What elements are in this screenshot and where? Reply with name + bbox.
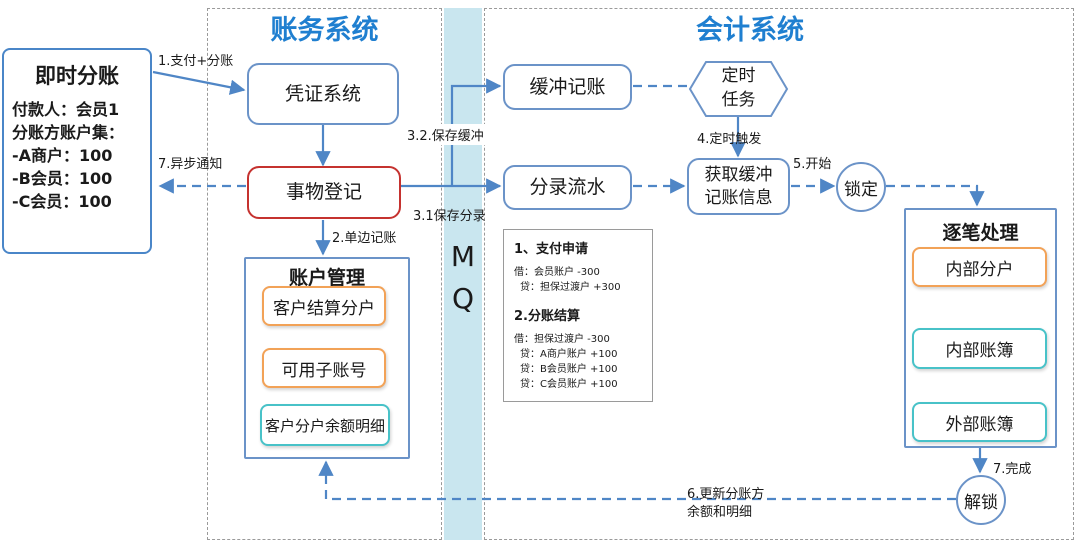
- note-section-2-line-1: 借：担保过渡户 -300: [514, 334, 610, 345]
- per-item-processing-title: 逐笔处理: [942, 222, 1019, 244]
- note-section-2-heading: 2.分账结算: [514, 309, 580, 324]
- label-single-entry: 2.单边记账: [332, 231, 397, 246]
- instant-split-title: 即时分账: [35, 64, 119, 88]
- internal-sub-account: 内部分户: [912, 247, 1047, 287]
- scheduled-task-hexagon: [688, 61, 789, 117]
- member-c-line: -C会员：100: [12, 192, 112, 211]
- split-party-set-line: 分账方账户集：: [12, 123, 125, 142]
- entry-flow-box: 分录流水: [503, 165, 632, 210]
- scheduled-task-line-2: 任务: [721, 90, 756, 110]
- note-section-1-line-1: 借：会员账户 -300: [514, 267, 600, 278]
- arrow-update-balance: [318, 460, 956, 501]
- note-section-1-line-2: 贷：担保过渡户 +300: [520, 282, 621, 293]
- mq-label-m: M: [450, 240, 476, 273]
- arrow-save-buffer: [450, 78, 502, 186]
- internal-ledger: 内部账簿: [912, 328, 1047, 369]
- label-save-entry: 3.1保存分录: [413, 209, 486, 224]
- mq-band: [444, 8, 482, 540]
- note-section-2-line-2: 贷：A商户账户 +100: [520, 349, 618, 360]
- accounting-system-region: [484, 8, 1074, 540]
- label-pay-split: 1.支付+分账: [158, 54, 234, 69]
- label-update-balance-line-1: 6.更新分账方: [687, 487, 765, 502]
- label-async-notify: 7.异步通知: [158, 157, 223, 172]
- fetch-buffer-line-2: 记账信息: [704, 187, 773, 208]
- fetch-buffer-line-1: 获取缓冲: [704, 165, 773, 186]
- customer-settlement-account: 客户结算分户: [262, 286, 386, 326]
- available-sub-account: 可用子账号: [262, 348, 386, 388]
- note-section-2-line-3: 贷：B会员账户 +100: [520, 364, 618, 375]
- label-timer-trigger: 4.定时触发: [697, 132, 762, 147]
- scheduled-task-label: 定时 任务: [690, 64, 787, 112]
- accounting-system-title: 会计系统: [696, 15, 804, 46]
- merchant-a-line: -A商户：100: [12, 146, 113, 165]
- payer-line: 付款人：会员1: [12, 100, 120, 119]
- arrow-pay-split: [152, 70, 246, 95]
- accounts-system-region: [207, 8, 442, 540]
- note-section-1-heading: 1、支付申请: [514, 242, 589, 257]
- voucher-system-box: 凭证系统: [247, 63, 399, 125]
- buffer-posting-box: 缓冲记账: [503, 64, 632, 110]
- label-update-balance: 6.更新分账方 余额和明细: [687, 486, 764, 522]
- note-section-2-line-4: 贷：C会员账户 +100: [520, 379, 618, 390]
- transaction-register-box: 事物登记: [247, 166, 401, 219]
- label-start: 5.开始: [793, 157, 832, 172]
- mq-label-q: Q: [451, 282, 475, 315]
- lock-node: 锁定: [836, 162, 886, 212]
- unlock-node: 解锁: [956, 475, 1006, 525]
- label-save-buffer: 3.2.保存缓冲: [404, 124, 487, 145]
- scheduled-task-line-1: 定时: [721, 66, 756, 86]
- label-update-balance-line-2: 余额和明细: [687, 505, 753, 520]
- journal-entry-note: 1、支付申请 借：会员账户 -300 贷：担保过渡户 +300 2.分账结算 借…: [503, 229, 653, 402]
- accounts-system-title: 账务系统: [270, 15, 379, 46]
- customer-balance-detail: 客户分户余额明细: [260, 404, 390, 446]
- fetch-buffer-info-box: 获取缓冲 记账信息: [687, 158, 790, 215]
- arrow-lock-to-process: [886, 184, 985, 207]
- account-management-title: 账户管理: [288, 267, 365, 289]
- member-b-line: -B会员：100: [12, 169, 113, 188]
- instant-split-card: 即时分账 付款人：会员1 分账方账户集： -A商户：100 -B会员：100 -…: [2, 48, 152, 254]
- label-done: 7.完成: [993, 462, 1032, 477]
- external-ledger: 外部账簿: [912, 402, 1047, 442]
